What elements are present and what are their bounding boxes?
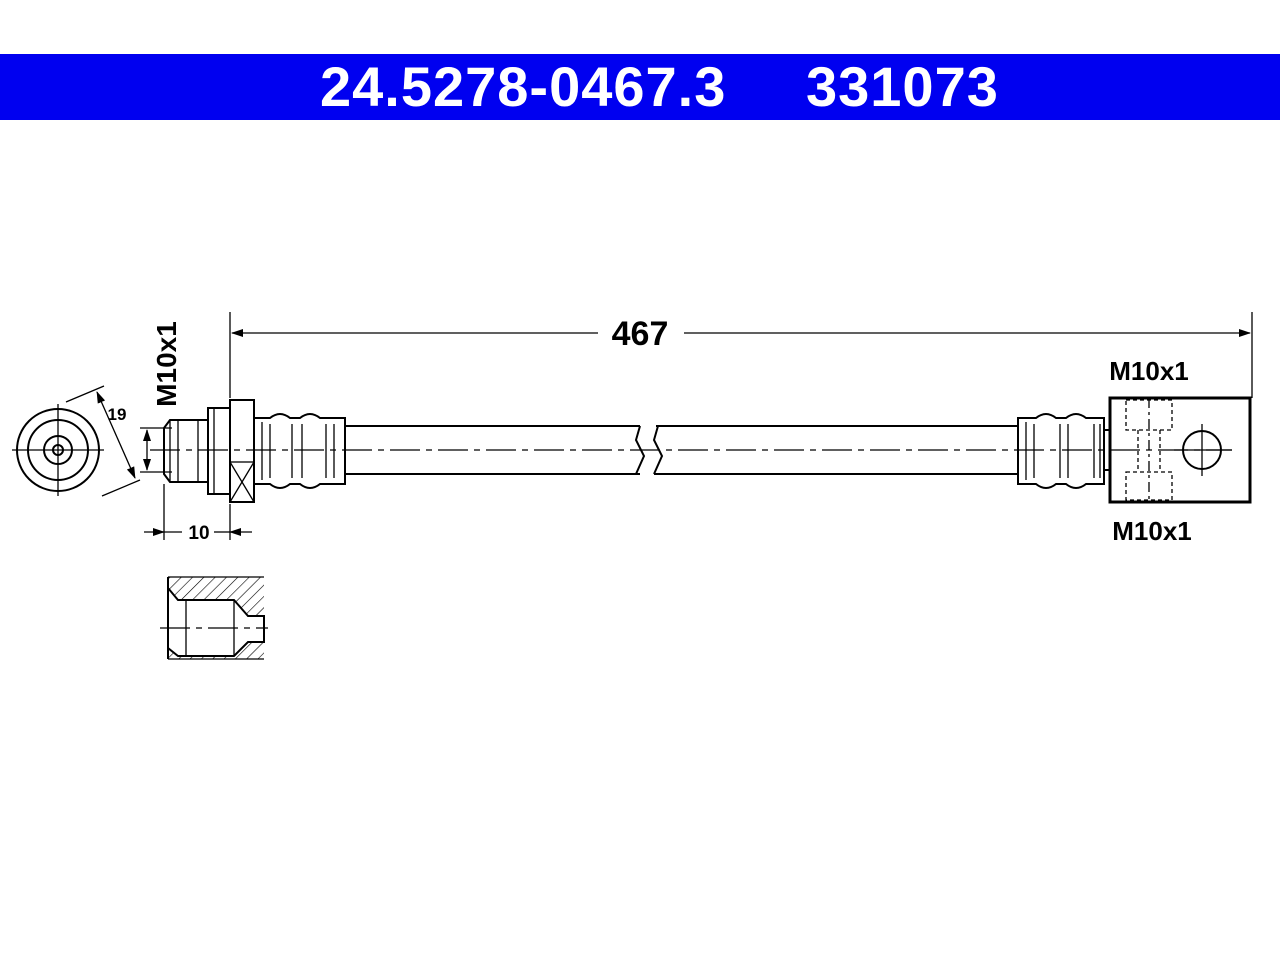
reference-number: 331073 <box>806 55 999 118</box>
right-fitting: M10x1 M10x1 <box>1017 356 1252 546</box>
length-label: 467 <box>612 315 669 353</box>
fitting-length-dimension: 10 <box>144 484 252 544</box>
right-top-thread-label: M10x1 <box>1109 356 1189 386</box>
section-detail <box>160 576 268 660</box>
title-bar: 24.5278-0467.3 331073 <box>0 54 1280 120</box>
hex-size-label: 19 <box>108 405 127 424</box>
length-dimension: 467 <box>229 312 1253 398</box>
left-thread-label: M10x1 <box>151 321 182 407</box>
left-thread-dimension: M10x1 <box>140 321 182 473</box>
end-view: 19 <box>12 385 141 497</box>
hose-body <box>150 425 1232 475</box>
right-bottom-thread-label: M10x1 <box>1112 516 1192 546</box>
left-fitting <box>163 399 346 503</box>
fitting-length-label: 10 <box>188 523 209 544</box>
part-number: 24.5278-0467.3 <box>320 55 727 118</box>
